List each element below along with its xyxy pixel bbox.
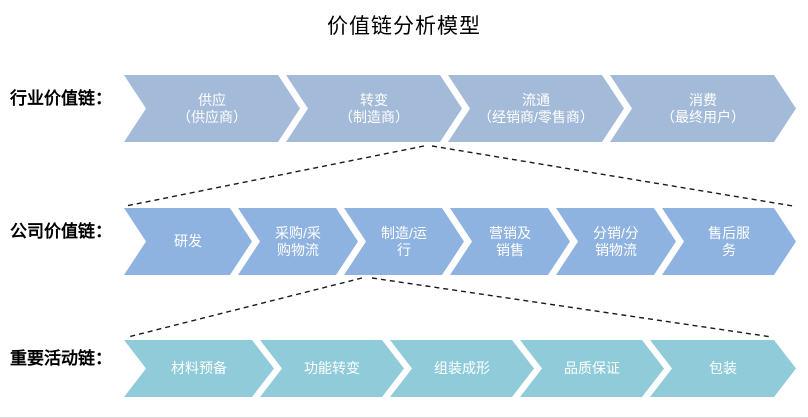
- row-label-industry: 行业价值链：: [10, 89, 112, 108]
- chevron-label-line2: （最终用户）: [661, 108, 745, 125]
- chevron-company-6[interactable]: 售后服 务: [662, 208, 796, 275]
- chevron-label-line2: 行: [396, 241, 411, 258]
- chevron-label-line1: 研发: [174, 233, 202, 250]
- chain-row-activity: 材料预备 功能转变 组装成形 品质保证 包装: [124, 340, 796, 397]
- chevron-label-line2: （经销商/零售商）: [478, 108, 594, 125]
- chevron-industry-1[interactable]: 供应 （供应商）: [124, 75, 300, 142]
- connector-company-to-activity-right: [371, 277, 773, 338]
- chevron-label-line1: 售后服: [708, 224, 750, 241]
- chevron-company-3[interactable]: 制造/运 行: [344, 208, 464, 275]
- chevron-activity-2[interactable]: 功能转变: [260, 340, 404, 397]
- chevron-company-4[interactable]: 营销及 销售: [450, 208, 570, 275]
- chevron-industry-2[interactable]: 转变 （制造商）: [286, 75, 462, 142]
- chevron-industry-3[interactable]: 流通 （经销商/零售商）: [448, 75, 624, 142]
- connector-company-to-activity-left: [127, 277, 363, 338]
- chevron-label-line1: 功能转变: [304, 360, 360, 377]
- connector-industry-to-company-right: [431, 145, 794, 207]
- chevron-label-line2: （制造商）: [339, 108, 409, 125]
- chevron-company-1[interactable]: 研发: [124, 208, 252, 275]
- row-label-company: 公司价值链：: [10, 222, 112, 241]
- chevron-label-line1: 供应: [198, 91, 226, 108]
- connector-industry-to-company-left: [125, 145, 425, 207]
- chevron-label-line1: 分销/分: [593, 224, 639, 241]
- chevron-industry-4[interactable]: 消费 （最终用户）: [610, 75, 796, 142]
- chevron-label-line2: 销物流: [594, 241, 637, 258]
- chevron-label-line2: 购物流: [276, 241, 319, 258]
- chevron-label-line1: 流通: [521, 91, 550, 108]
- chevron-activity-3[interactable]: 组装成形: [390, 340, 534, 397]
- chevron-activity-1[interactable]: 材料预备: [124, 340, 274, 397]
- chevron-label-line1: 消费: [689, 91, 717, 108]
- chevron-label-line1: 采购/采: [275, 224, 321, 241]
- chevron-company-2[interactable]: 采购/采 购物流: [238, 208, 358, 275]
- chevron-label-line2: 务: [722, 241, 736, 258]
- chevron-label-line1: 包装: [709, 360, 737, 377]
- page-title: 价值链分析模型: [327, 15, 481, 38]
- chevron-label-line1: 制造/运: [381, 224, 427, 241]
- chevron-label-line1: 营销及: [489, 224, 531, 241]
- chevron-activity-4[interactable]: 品质保证: [520, 340, 664, 397]
- chevron-label-line1: 品质保证: [564, 360, 620, 377]
- chain-row-company: 研发 采购/采 购物流 制造/运 行 营销及 销售 分销/分 销物流: [124, 208, 796, 275]
- row-label-activity: 重要活动链：: [10, 349, 112, 368]
- chevron-activity-5[interactable]: 包装: [650, 340, 796, 397]
- chain-row-industry: 供应 （供应商） 转变 （制造商） 流通 （经销商/零售商） 消费 （最终用户）: [124, 75, 796, 142]
- chevron-label-line1: 组装成形: [434, 360, 490, 377]
- chevron-label-line1: 转变: [360, 91, 388, 108]
- chevron-company-5[interactable]: 分销/分 销物流: [556, 208, 676, 275]
- chevron-label-line1: 材料预备: [171, 360, 227, 377]
- chevron-label-line2: 销售: [496, 241, 524, 258]
- chevron-label-line2: （供应商）: [177, 108, 247, 125]
